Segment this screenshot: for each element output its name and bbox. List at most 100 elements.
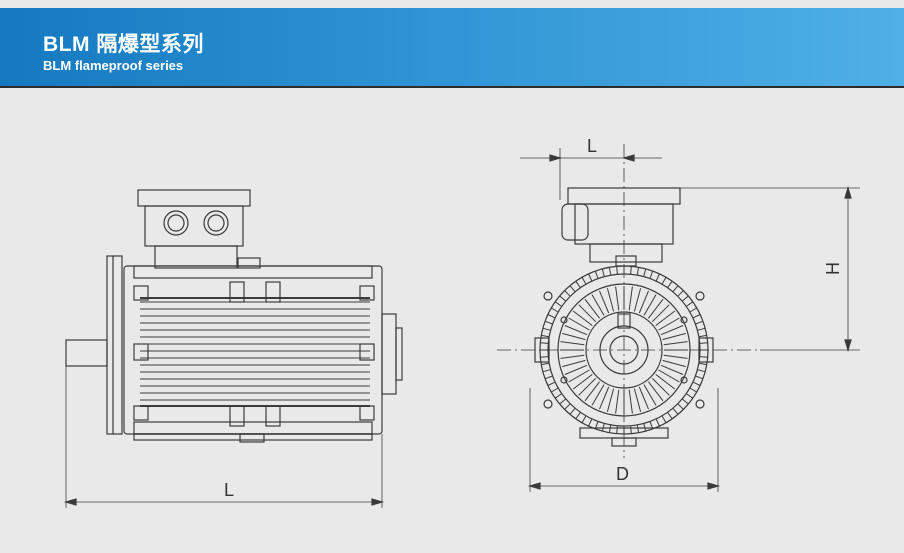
terminal-box	[144, 205, 244, 247]
housing-rib	[697, 369, 706, 373]
housing-rib	[698, 362, 707, 366]
housing-rib	[630, 425, 632, 434]
housing-rib	[551, 307, 559, 313]
housing-rib	[636, 424, 640, 433]
cooling-fin	[633, 288, 642, 312]
cooling-fin	[591, 384, 605, 406]
housing-rib	[544, 320, 553, 325]
cooling-fin	[606, 288, 615, 312]
cooling-fin	[662, 332, 686, 341]
height-label: H	[823, 262, 843, 275]
cooling-fin	[658, 369, 680, 383]
housing-rib	[601, 423, 605, 432]
cooling-fin	[591, 294, 605, 316]
housing-rib	[542, 327, 551, 331]
housing-rib	[547, 381, 556, 386]
housing-rib	[575, 280, 581, 288]
housing-rib	[575, 412, 581, 420]
technical-drawing: L L H D	[0, 88, 904, 553]
housing-rib	[544, 375, 553, 380]
housing-rib	[601, 268, 605, 277]
housing-rib	[655, 273, 660, 282]
housing-rib	[699, 356, 708, 358]
cooling-fin	[568, 369, 590, 383]
cooling-fin	[648, 381, 664, 402]
housing-rib	[636, 267, 640, 276]
housing-rib	[551, 387, 559, 393]
housing-rib	[689, 307, 697, 313]
housing-rib	[559, 398, 567, 405]
side-length-label: L	[224, 480, 234, 500]
cooling-fin	[560, 354, 585, 359]
housing-rib	[686, 301, 694, 307]
housing-rib	[547, 314, 556, 319]
cooling-fin	[643, 294, 657, 316]
shaft	[65, 339, 108, 367]
housing-rib	[588, 273, 593, 282]
cooling-fin	[606, 388, 615, 412]
cooling-fin	[658, 317, 680, 331]
housing-rib	[697, 327, 706, 331]
page-subtitle: BLM flameproof series	[43, 58, 184, 73]
housing-rib	[698, 334, 707, 338]
cooling-fin	[628, 389, 633, 414]
housing-rib	[695, 320, 704, 325]
housing-rib	[649, 270, 654, 279]
housing-rib	[667, 412, 673, 420]
housing-rib	[581, 415, 587, 423]
housing-rib	[681, 295, 689, 302]
housing-rib	[655, 418, 660, 427]
header-banner: BLM 隔爆型系列 BLM flameproof series	[0, 8, 904, 86]
housing-rib	[559, 295, 567, 302]
housing-rib	[540, 342, 549, 344]
housing-rib	[686, 393, 694, 399]
cooling-fin	[655, 374, 676, 390]
housing-rib	[541, 362, 550, 366]
housing-rib	[661, 415, 667, 423]
cooling-fin	[584, 298, 600, 319]
housing-rib	[554, 301, 562, 307]
housing-rib	[541, 334, 550, 338]
housing-rib	[667, 280, 673, 288]
housing-rib	[681, 398, 689, 405]
cooling-fin	[663, 354, 688, 359]
housing-rib	[564, 290, 571, 297]
housing-rib	[616, 266, 618, 275]
housing-rib	[689, 387, 697, 393]
cooling-fin	[584, 381, 600, 402]
housing-rib	[594, 270, 599, 279]
cooling-fin	[628, 286, 633, 311]
page-title: BLM 隔爆型系列	[43, 33, 204, 56]
housing-rib	[569, 285, 576, 293]
cooling-fin	[638, 290, 649, 314]
motor-body	[123, 265, 383, 435]
cooling-fin	[599, 290, 610, 314]
cooling-fin	[643, 384, 657, 406]
housing-rib	[643, 268, 647, 277]
cooling-fin	[562, 359, 586, 368]
cooling-fin	[633, 388, 642, 412]
housing-rib	[695, 375, 704, 380]
cooling-fin	[615, 286, 620, 311]
housing-rib	[643, 423, 647, 432]
header-divider	[0, 86, 904, 88]
housing-rib	[692, 314, 701, 319]
cooling-fin	[651, 377, 670, 396]
cooling-fin	[638, 386, 649, 410]
terminal-box-lid	[137, 189, 251, 207]
housing-rib	[588, 418, 593, 427]
cooling-fin	[564, 364, 588, 375]
housing-rib	[542, 369, 551, 373]
housing-rib	[608, 424, 612, 433]
cooling-fin	[568, 317, 590, 331]
front-shaft-length-label: L	[587, 136, 597, 156]
housing-rib	[608, 267, 612, 276]
cooling-fin	[615, 389, 620, 414]
housing-rib	[661, 277, 667, 285]
housing-rib	[630, 266, 632, 275]
housing-rib	[540, 356, 549, 358]
cooling-fin	[578, 304, 597, 323]
housing-rib	[677, 403, 684, 410]
housing-rib	[616, 425, 618, 434]
side-view	[63, 189, 403, 508]
